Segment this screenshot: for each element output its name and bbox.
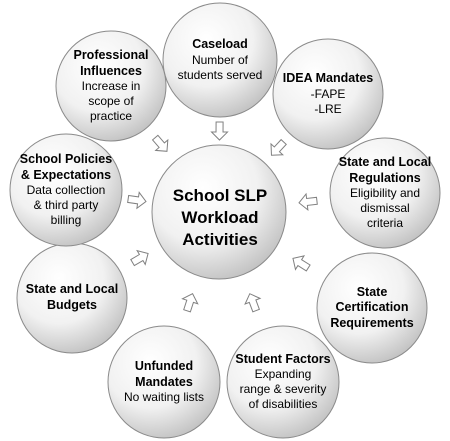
bubble-policies-desc-1: & third party <box>33 198 99 213</box>
bubble-circle-state-local-regs <box>329 137 441 249</box>
bubble-state-cert-title-0: State <box>356 284 388 299</box>
bubble-professional-desc-2: practice <box>89 109 133 124</box>
bubble-state-local-regs-desc-1: dismissal <box>360 201 410 216</box>
arrow-unfunded <box>181 292 199 313</box>
bubble-circle-state-cert <box>316 252 428 364</box>
center-line-1: School SLP <box>172 186 268 206</box>
center-title: School SLP Workload Activities <box>150 148 290 288</box>
center-circle <box>151 144 287 280</box>
arrow-state-cert <box>292 255 311 272</box>
bubble-student-factors-desc-0: Expanding <box>254 367 312 382</box>
arrow-student-factors <box>244 293 262 313</box>
bubble-caseload-desc-1: students served <box>177 67 263 82</box>
arrow-state-local-regs <box>298 192 318 212</box>
bubble-unfunded-title-1: Mandates <box>135 374 193 389</box>
bubble-state-local-regs-title-0: State and Local <box>338 154 432 169</box>
center-line-2: Workload <box>181 208 259 228</box>
bubble-circle-student-factors <box>226 325 340 439</box>
bubble-student-factors-desc-2: of disabilities <box>248 397 318 412</box>
bubble-idea-title-0: IDEA Mandates <box>282 71 374 86</box>
bubble-professional-desc-1: scope of <box>88 94 134 109</box>
bubble-policies-desc-0: Data collection <box>26 183 106 198</box>
bubble-unfunded-title-0: Unfunded <box>134 358 194 373</box>
bubble-policies-desc-2: billing <box>50 213 82 228</box>
bubble-state-local-regs-desc-0: Eligibility and <box>349 186 421 201</box>
bubble-circle-idea <box>272 38 384 150</box>
bubble-circle-professional <box>55 30 167 142</box>
arrow-caseload <box>210 121 229 141</box>
bubble-professional-title-0: Professional <box>73 47 149 62</box>
bubble-state-cert-title-2: Requirements <box>330 315 414 330</box>
arrow-professional <box>151 134 169 152</box>
bubble-policies-title-0: School Policies <box>19 151 113 166</box>
bubble-state-local-regs-desc-2: criteria <box>366 216 403 231</box>
bubble-circle-unfunded <box>107 325 221 439</box>
bubble-circle-policies <box>9 133 123 247</box>
bubble-student-factors-desc-1: range & severity <box>239 382 327 397</box>
arrow-policies <box>127 191 147 210</box>
bubble-idea-desc-1: -LRE <box>314 101 342 116</box>
bubble-caseload-desc-0: Number of <box>191 52 248 67</box>
bubble-caseload-title-0: Caseload <box>192 37 248 52</box>
bubble-circle-caseload <box>162 2 278 118</box>
bubble-professional-desc-0: Increase in <box>81 79 141 94</box>
arrow-idea <box>270 138 287 156</box>
bubble-professional-title-1: Influences <box>80 63 142 78</box>
arrow-budgets <box>130 249 149 267</box>
bubble-idea: IDEA Mandates-FAPE-LRE <box>279 39 378 149</box>
bubble-state-cert-title-1: Certification <box>335 300 409 315</box>
bubble-state-local-regs-title-1: Regulations <box>349 170 421 185</box>
bubble-idea-desc-0: -FAPE <box>310 86 346 101</box>
bubble-unfunded-desc-0: No waiting lists <box>123 390 204 405</box>
center-line-3: Activities <box>182 229 258 249</box>
bubble-budgets-title-0: State and Local <box>25 282 119 297</box>
bubble-budgets-title-1: Budgets <box>47 298 97 312</box>
bubble-student-factors-title-0: Student Factors <box>235 351 331 366</box>
bubble-policies-title-1: & Expectations <box>20 167 112 182</box>
